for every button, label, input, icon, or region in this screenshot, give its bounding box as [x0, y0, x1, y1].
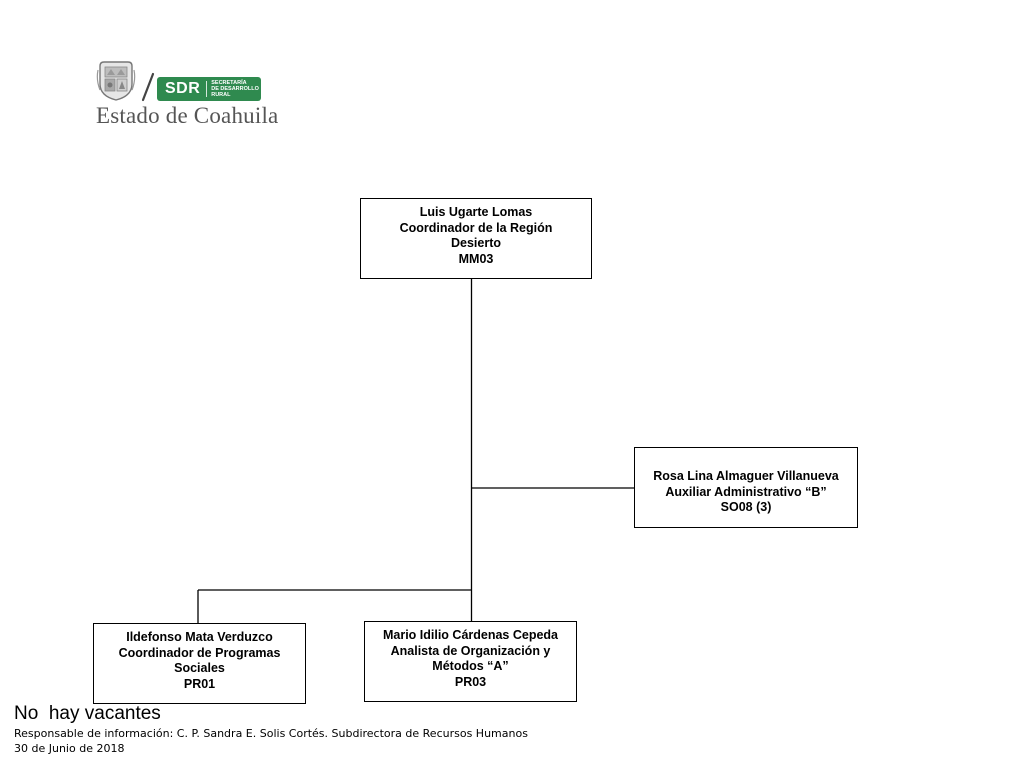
org-box-mario: Mario Idilio Cárdenas Cepeda Analista de…: [364, 621, 577, 702]
mario-title-line2: Métodos “A”: [432, 659, 509, 673]
sdr-abbr: SDR: [165, 80, 201, 97]
mario-name: Mario Idilio Cárdenas Cepeda: [382, 628, 559, 642]
mario-code: PR03: [454, 674, 487, 689]
mario-title-line1: Analista de Organización y: [390, 643, 551, 658]
estado-de-coahuila-wordmark: Estado de Coahuila: [96, 103, 279, 128]
no-vacancies-note: No hay vacantes: [14, 703, 161, 724]
assistant-title: Auxiliar Administrativo “B”: [665, 484, 827, 499]
org-box-assistant: Rosa Lina Almaguer Villanueva Auxiliar A…: [634, 447, 858, 528]
assistant-code: SO08 (3): [720, 500, 772, 514]
ildefonso-title-line2: Sociales: [174, 661, 225, 675]
coordinator-code: MM03: [458, 251, 494, 266]
coordinator-name: Luis Ugarte Lomas: [419, 205, 533, 219]
logo-block: [94, 58, 266, 130]
org-box-ildefonso: Ildefonso Mata Verduzco Coordinador de P…: [93, 623, 306, 704]
ildefonso-name: Ildefonso Mata Verduzco: [126, 630, 273, 644]
ildefonso-title-line1: Coordinador de Programas: [118, 645, 281, 660]
sdr-full-name: SECRETARÍA DE DESARROLLO RURAL: [211, 80, 259, 98]
sdr-separator: [206, 81, 208, 97]
coat-of-arms-icon: [96, 61, 136, 101]
org-box-coordinator: Luis Ugarte Lomas Coordinador de la Regi…: [360, 198, 592, 279]
coordinator-title-line1: Coordinador de la Región: [399, 220, 553, 235]
sdr-logo: SDR SECRETARÍA DE DESARROLLO RURAL: [157, 77, 261, 101]
coordinator-title-line2: Desierto: [450, 236, 502, 250]
assistant-name: Rosa Lina Almaguer Villanueva: [653, 469, 839, 483]
responsible-note: Responsable de información: C. P. Sandra…: [14, 727, 528, 740]
ildefonso-code: PR01: [183, 676, 216, 691]
date-note: 30 de Junio de 2018: [14, 742, 125, 755]
divider-slash-icon: [141, 72, 155, 102]
